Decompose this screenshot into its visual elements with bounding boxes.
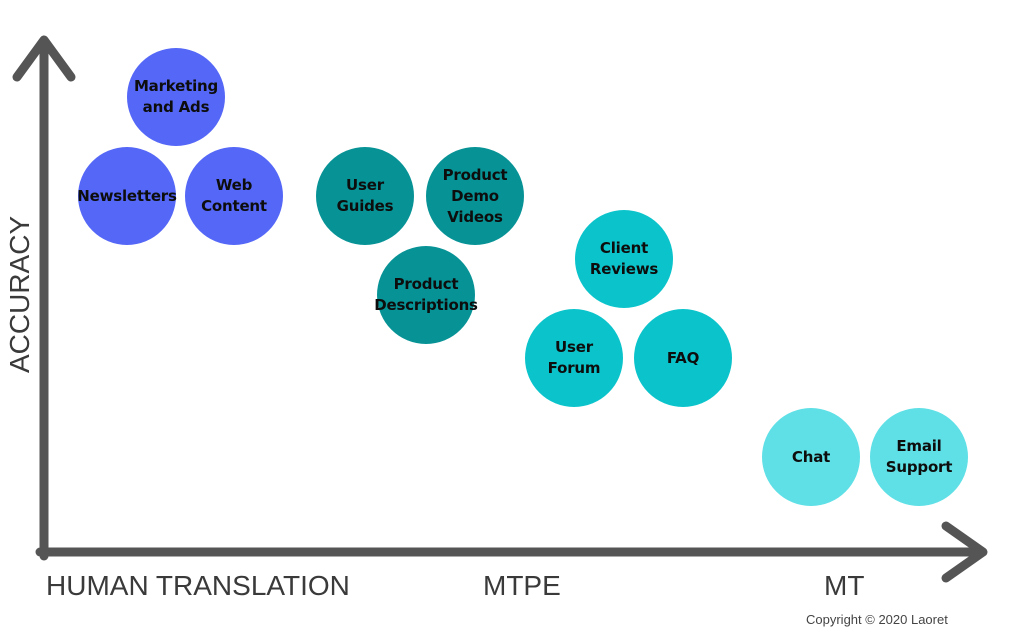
bubble-product-descriptions: Product Descriptions [374, 246, 478, 344]
x-label-human-translation: HUMAN TRANSLATION [46, 570, 350, 601]
bubble-email-support: Email Support [870, 408, 968, 506]
x-axis-arrowhead [941, 521, 988, 583]
bubble-user-guides: User Guides [316, 147, 414, 245]
y-axis-arrowhead [12, 35, 76, 82]
y-axis-label: ACCURACY [4, 215, 35, 373]
copyright-text: Copyright © 2020 Laoret [806, 612, 948, 627]
bubble-marketing-and-ads: Marketing and Ads [127, 48, 225, 146]
bubble-faq: FAQ [634, 309, 732, 407]
x-label-mt: MT [824, 570, 865, 601]
bubble-newsletters: Newsletters [77, 147, 177, 245]
bubble-chat: Chat [762, 408, 860, 506]
bubble-product-demo-videos: Product Demo Videos [426, 147, 524, 245]
bubble-user-forum: User Forum [525, 309, 623, 407]
x-label-mtpe: MTPE [483, 570, 561, 601]
bubble-web-content: Web Content [185, 147, 283, 245]
bubble-client-reviews: Client Reviews [575, 210, 673, 308]
